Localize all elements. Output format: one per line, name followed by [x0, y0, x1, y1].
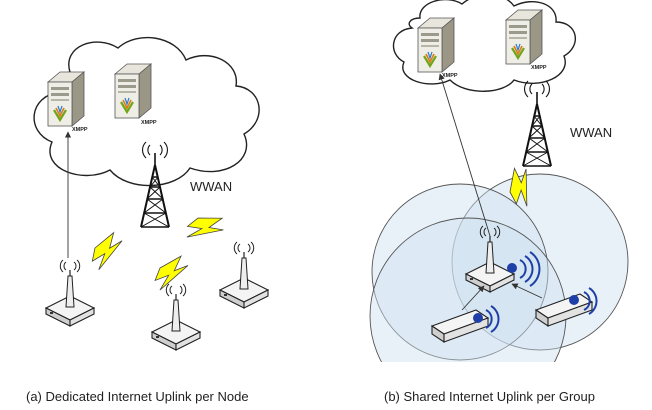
wwan-label: WWAN [190, 179, 232, 194]
caption-a: (a) Dedicated Internet Uplink per Node [26, 389, 249, 404]
caption-b: (b) Shared Internet Uplink per Group [384, 389, 595, 404]
xmpp-label: XMPP [442, 73, 458, 79]
signal-waves-icon [485, 305, 500, 333]
xmpp-server-icon [504, 8, 544, 66]
xmpp-label: XMPP [72, 127, 88, 133]
clip-mask [360, 362, 652, 410]
wwan-label: WWAN [570, 125, 612, 140]
cell-tower-icon [522, 80, 552, 167]
xmpp-label: XMPP [141, 120, 157, 126]
xmpp-label: XMPP [531, 65, 547, 71]
relay-arrow [461, 285, 485, 311]
signal-waves-icon [583, 287, 598, 315]
status-dot [507, 263, 517, 273]
lightning-icon [182, 206, 229, 251]
xmpp-server-icon [46, 70, 86, 128]
signal-waves-icon [519, 251, 541, 287]
relay-arrow [511, 283, 543, 299]
wireless-node-icon [45, 259, 95, 327]
panel-b: XMPP XMPP WWAN (b) Shared Internet Uplin… [360, 0, 652, 410]
status-dot [473, 313, 483, 323]
wireless-node-icon [151, 283, 201, 351]
status-dot [569, 295, 579, 305]
uplink-arrow [438, 73, 491, 237]
lightning-icon [86, 230, 129, 272]
wireless-node-icon [219, 241, 269, 309]
xmpp-server-icon [416, 16, 456, 74]
range-circle [371, 183, 549, 361]
xmpp-server-icon [113, 62, 153, 120]
panel-a: XMPP XMPP WWAN (a) Dedicated Internet Up… [26, 36, 269, 404]
